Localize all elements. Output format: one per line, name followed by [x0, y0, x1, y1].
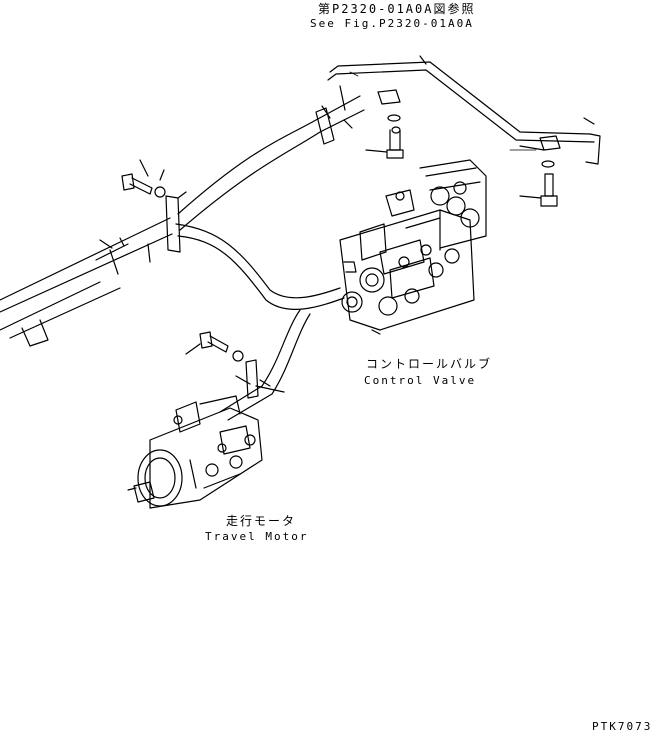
leader-lines	[349, 71, 537, 151]
harness-left	[0, 191, 187, 347]
travel-motor	[127, 395, 263, 509]
bolt-left	[121, 159, 166, 198]
control-valve	[339, 159, 487, 335]
drawing-code: PTK7073	[592, 720, 653, 733]
reference-label-en: See Fig.P2320-01A0A	[310, 17, 474, 30]
bolt-upper-right	[519, 145, 558, 207]
travel-motor-label-en: Travel Motor	[205, 530, 309, 543]
bolt-lower	[185, 331, 244, 362]
upper-frame-bracket	[327, 55, 601, 165]
motor-hose	[219, 309, 311, 421]
travel-motor-label-ja: 走行モータ	[226, 514, 297, 528]
main-hose	[175, 95, 365, 310]
reference-label-ja: 第P2320-01A0A図参照	[318, 2, 476, 16]
control-valve-label-ja: コントロールバルブ	[366, 357, 493, 371]
control-valve-label-en: Control Valve	[364, 374, 477, 387]
bolt-upper-center	[365, 114, 404, 159]
